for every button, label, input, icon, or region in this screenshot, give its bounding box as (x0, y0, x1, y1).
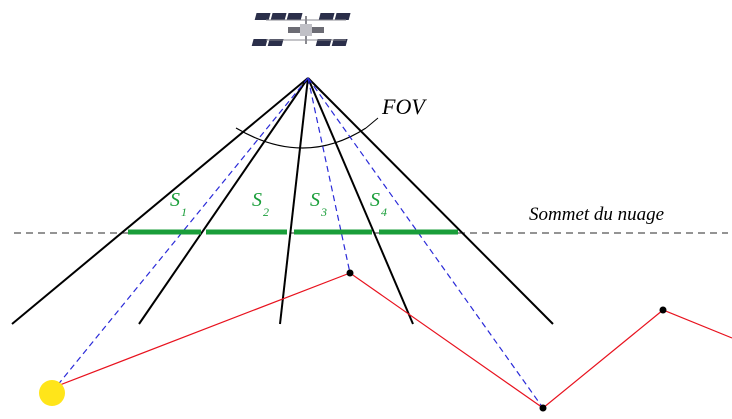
ray-to-peak (308, 78, 350, 273)
sight-line-1 (12, 78, 308, 324)
segment-2-label: S2 (252, 189, 269, 219)
path-point-right-peak (660, 307, 667, 314)
satellite-icon (252, 13, 351, 46)
path-point-valley (540, 405, 547, 412)
fov-pointer (366, 118, 378, 128)
red-path (52, 273, 732, 408)
sight-lines (12, 78, 553, 324)
sun-icon (39, 380, 65, 406)
segment-3-label: S3 (310, 189, 327, 219)
sight-line-3 (280, 78, 308, 324)
segment-1-label: S1 (170, 189, 187, 219)
segment-4-label: S4 (370, 189, 387, 219)
rays (52, 78, 543, 408)
path-point-peak (347, 270, 354, 277)
ray-to-valley (308, 78, 543, 408)
fov-label: FOV (381, 94, 427, 119)
cloud-top-label: Sommet du nuage (529, 204, 664, 225)
sight-line-2 (139, 78, 308, 324)
ray-to-sun (52, 78, 308, 392)
sight-line-5 (308, 78, 553, 324)
